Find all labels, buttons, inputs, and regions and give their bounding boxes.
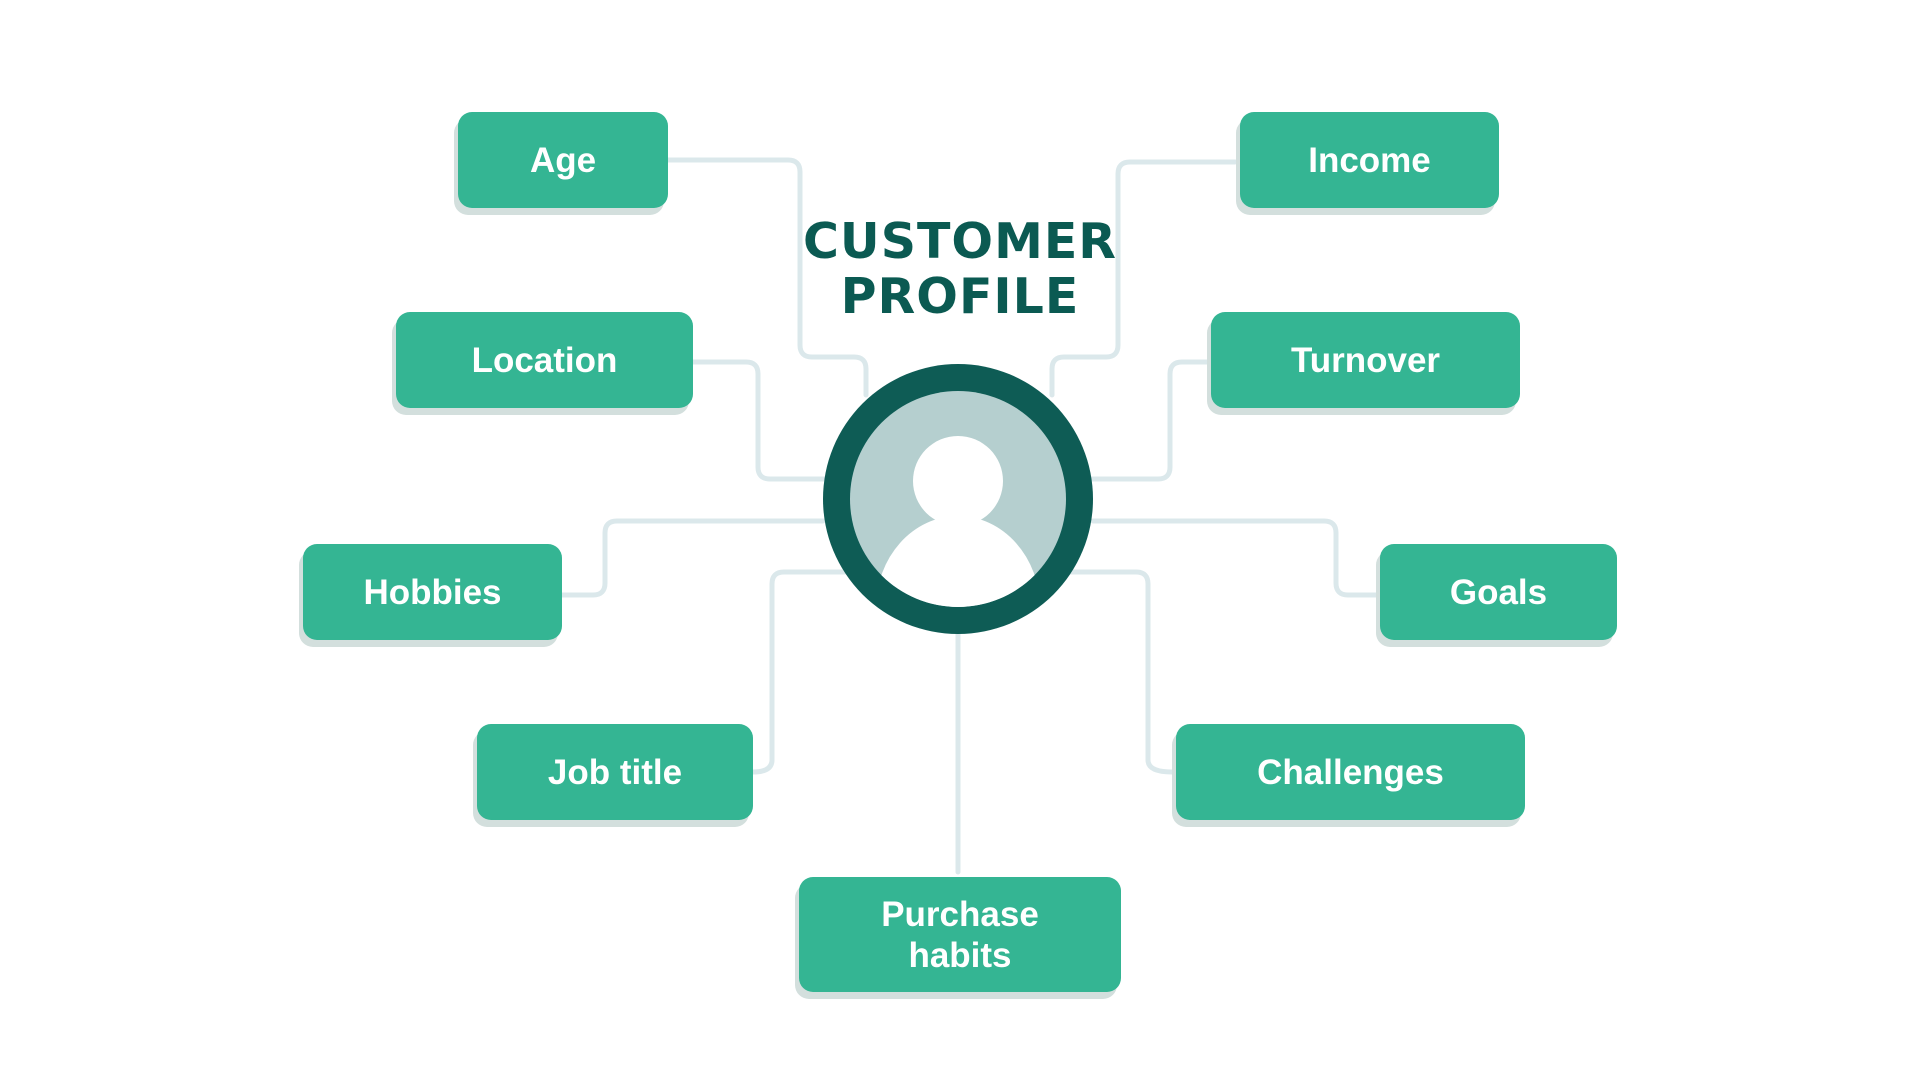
connector-income — [1049, 159, 1238, 398]
node-hobbies: Hobbies — [303, 544, 562, 640]
node-age-label: Age — [529, 140, 597, 180]
title-line-customer: CUSTOMER — [802, 213, 1118, 270]
node-challenges: Challenges — [1176, 724, 1525, 820]
node-purchase-habits-line1: Purchase — [881, 894, 1039, 934]
node-turnover-label: Turnover — [1290, 340, 1441, 380]
diagram-title: CUSTOMER PROFILE — [750, 214, 1170, 324]
node-income: Income — [1240, 112, 1499, 208]
node-purchase-habits: Purchase habits — [799, 877, 1121, 992]
connector-age — [665, 157, 869, 398]
title-line-profile: PROFILE — [840, 268, 1080, 325]
customer-avatar — [823, 364, 1093, 634]
connector-location — [690, 359, 838, 482]
node-job-title-label: Job title — [547, 752, 683, 792]
connector-turnover — [1082, 359, 1211, 482]
node-location: Location — [396, 312, 693, 408]
node-income-label: Income — [1308, 140, 1431, 180]
connector-goals — [1090, 518, 1379, 598]
node-purchase-habits-line2: habits — [908, 935, 1012, 975]
connector-hobbies — [559, 518, 826, 598]
user-avatar-icon — [850, 391, 1066, 607]
node-turnover: Turnover — [1211, 312, 1520, 408]
node-challenges-label: Challenges — [1257, 752, 1444, 792]
node-location-label: Location — [471, 340, 618, 380]
node-job-title: Job title — [477, 724, 753, 820]
node-goals: Goals — [1380, 544, 1617, 640]
node-hobbies-label: Hobbies — [363, 572, 502, 612]
connector-job-title — [750, 569, 848, 775]
node-purchase-habits-label: Purchase habits — [881, 894, 1039, 976]
node-age: Age — [458, 112, 668, 208]
node-goals-label: Goals — [1449, 572, 1548, 612]
connector-challenges — [1067, 569, 1175, 775]
